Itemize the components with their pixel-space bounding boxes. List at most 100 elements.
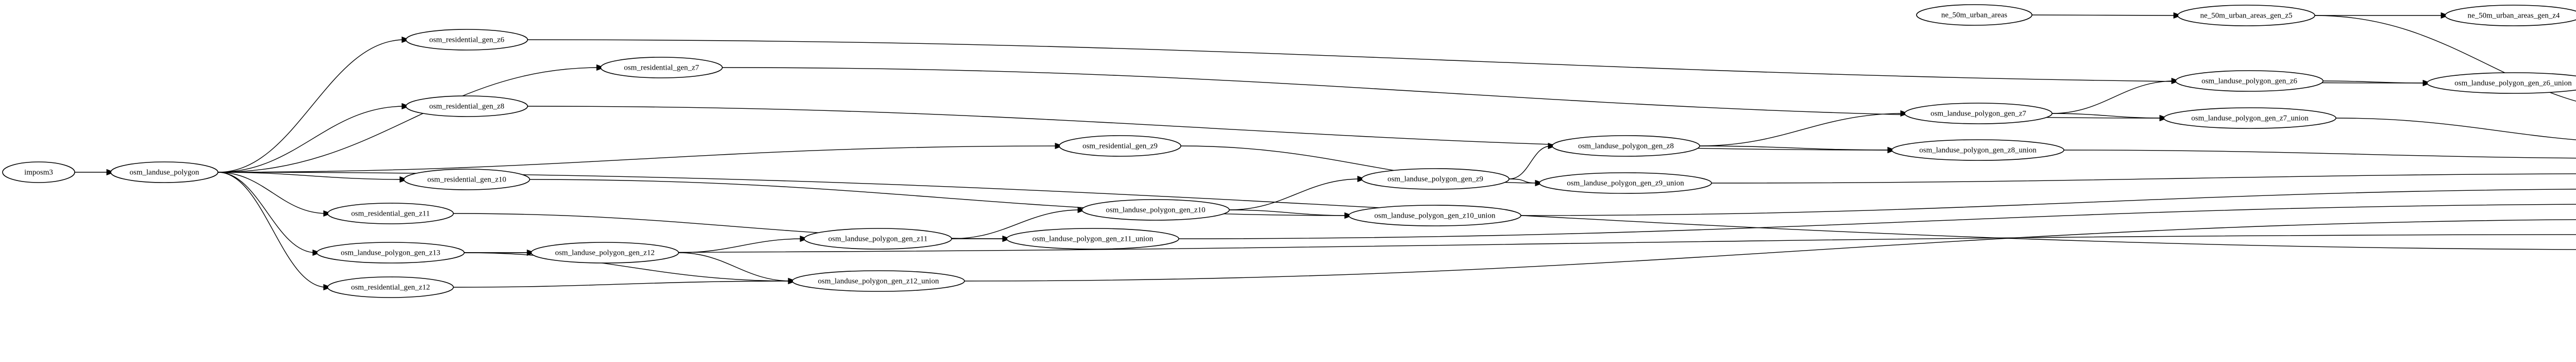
node-shape bbox=[2427, 72, 2576, 94]
node-osm_landuse_polygon_gen_z7_union[interactable]: osm_landuse_polygon_gen_z7_union bbox=[2163, 107, 2336, 129]
nodes-layer: imposm3 osm_landuse_polygon osm_residentia… bbox=[2, 4, 2576, 298]
node-shape bbox=[2163, 107, 2336, 129]
node-label: osm_landuse_polygon_gen_z10_union bbox=[1375, 211, 1496, 220]
node-shape bbox=[2, 161, 75, 183]
node-osm_landuse_polygon_gen_z8[interactable]: osm_landuse_polygon_gen_z8 bbox=[1552, 135, 1700, 157]
edge-osm_landuse_polygon-to-osm_residential_gen_z10 bbox=[217, 172, 403, 180]
node-label: ne_50m_urban_areas_gen_z4 bbox=[2467, 11, 2560, 20]
node-osm_residential_gen_z8[interactable]: osm_residential_gen_z8 bbox=[405, 95, 528, 117]
node-osm_residential_gen_z10[interactable]: osm_residential_gen_z10 bbox=[403, 169, 530, 190]
node-shape bbox=[1361, 168, 1510, 190]
edge-osm_residential_gen_z6-to-osm_landuse_polygon_gen_z6_union bbox=[527, 39, 2427, 84]
node-osm_residential_gen_z12[interactable]: osm_residential_gen_z12 bbox=[327, 276, 454, 298]
node-shape bbox=[2175, 70, 2324, 92]
node-osm_landuse_polygon_gen_z6[interactable]: osm_landuse_polygon_gen_z6 bbox=[2175, 70, 2324, 92]
node-label: osm_residential_gen_z12 bbox=[351, 283, 430, 291]
node-osm_residential_gen_z11[interactable]: osm_residential_gen_z11 bbox=[327, 203, 454, 224]
node-label: ne_50m_urban_areas_gen_z5 bbox=[2200, 11, 2292, 20]
node-shape bbox=[2177, 5, 2315, 26]
node-label: osm_landuse_polygon_gen_z7 bbox=[1930, 109, 2026, 118]
node-label: osm_landuse_polygon_gen_z6_union bbox=[2454, 79, 2572, 87]
node-osm_landuse_polygon_gen_z7[interactable]: osm_landuse_polygon_gen_z7 bbox=[1904, 103, 2053, 124]
node-shape bbox=[110, 161, 218, 183]
node-shape bbox=[1891, 139, 2064, 161]
node-shape bbox=[327, 276, 454, 298]
node-label: osm_landuse_polygon_gen_z8 bbox=[1578, 142, 1674, 150]
node-shape bbox=[327, 203, 454, 224]
node-label: osm_residential_gen_z10 bbox=[427, 175, 506, 184]
node-osm_residential_gen_z9[interactable]: osm_residential_gen_z9 bbox=[1059, 135, 1181, 157]
edge-osm_landuse_polygon-to-osm_residential_gen_z6 bbox=[217, 39, 405, 173]
node-shape bbox=[1081, 199, 1230, 221]
node-osm_residential_gen_z6[interactable]: osm_residential_gen_z6 bbox=[405, 29, 528, 51]
node-label: osm_residential_gen_z6 bbox=[429, 36, 504, 44]
edge-osm_landuse_polygon-to-osm_residential_gen_z12 bbox=[217, 172, 327, 288]
node-osm_landuse_polygon_gen_z10[interactable]: osm_landuse_polygon_gen_z10 bbox=[1081, 199, 1230, 221]
edge-osm_landuse_polygon_gen_z10_union-to-layer_landuse.z10 bbox=[1520, 189, 2576, 216]
node-label: osm_landuse_polygon_gen_z7_union bbox=[2191, 114, 2309, 122]
node-label: osm_landuse_polygon_gen_z6 bbox=[2201, 77, 2297, 85]
edge-osm_landuse_polygon_gen_z12_union-to-layer_landuse.z12 bbox=[964, 219, 2576, 282]
edge-osm_landuse_polygon-to-osm_residential_gen_z11 bbox=[217, 172, 327, 214]
node-ne_50m_urban_areas_gen_z4[interactable]: ne_50m_urban_areas_gen_z4 bbox=[2445, 5, 2576, 26]
node-shape bbox=[1916, 4, 2032, 26]
edge-ne_50m_urban_areas_gen_z5-to-layer_landuse.z5 bbox=[2314, 15, 2576, 102]
edge-osm_landuse_polygon_gen_z11_union-to-layer_landuse.z11 bbox=[1178, 204, 2576, 239]
node-shape bbox=[405, 29, 528, 51]
node-osm_landuse_polygon_gen_z11_union[interactable]: osm_landuse_polygon_gen_z11_union bbox=[1006, 228, 1179, 250]
node-label: osm_residential_gen_z8 bbox=[429, 102, 504, 110]
edge-osm_landuse_polygon_gen_z12-to-osm_landuse_polygon_gen_z12_union bbox=[678, 252, 792, 282]
node-label: osm_landuse_polygon_gen_z11 bbox=[828, 235, 928, 243]
node-shape bbox=[405, 95, 528, 117]
node-osm_landuse_polygon_gen_z9[interactable]: osm_landuse_polygon_gen_z9 bbox=[1361, 168, 1510, 190]
node-label: osm_landuse_polygon_gen_z9_union bbox=[1567, 179, 1684, 187]
node-osm_landuse_polygon_gen_z11[interactable]: osm_landuse_polygon_gen_z11 bbox=[804, 228, 952, 250]
node-label: osm_landuse_polygon_gen_z12_union bbox=[818, 277, 939, 285]
node-shape bbox=[403, 169, 530, 190]
edge-osm_landuse_polygon_gen_z7_union-to-layer_landuse.z7 bbox=[2335, 118, 2576, 140]
edge-osm_landuse_polygon_gen_z10-to-osm_landuse_polygon_gen_z9 bbox=[1229, 178, 1361, 210]
node-shape bbox=[600, 57, 723, 78]
node-ne_50m_urban_areas[interactable]: ne_50m_urban_areas bbox=[1916, 4, 2032, 26]
node-shape bbox=[1348, 205, 1521, 226]
edge-osm_landuse_polygon-to-osm_landuse_polygon_gen_z13 bbox=[217, 172, 316, 253]
edge-osm_landuse_polygon_gen_z8-to-osm_landuse_polygon_gen_z7 bbox=[1699, 113, 1904, 146]
node-osm_landuse_polygon_gen_z6_union[interactable]: osm_landuse_polygon_gen_z6_union bbox=[2427, 72, 2576, 94]
node-label: osm_landuse_polygon_gen_z11_union bbox=[1032, 235, 1154, 243]
edge-osm_landuse_polygon_gen_z11-to-osm_landuse_polygon_gen_z10 bbox=[951, 209, 1081, 239]
node-osm_landuse_polygon_gen_z8_union[interactable]: osm_landuse_polygon_gen_z8_union bbox=[1891, 139, 2064, 161]
edge-osm_landuse_polygon_gen_z9_union-to-layer_landuse.z9 bbox=[1711, 173, 2576, 184]
node-shape bbox=[804, 228, 952, 250]
node-ne_50m_urban_areas_gen_z5[interactable]: ne_50m_urban_areas_gen_z5 bbox=[2177, 5, 2315, 26]
node-label: osm_residential_gen_z11 bbox=[351, 209, 430, 218]
node-label: osm_landuse_polygon_gen_z8_union bbox=[1919, 146, 2037, 154]
node-label: osm_landuse_polygon bbox=[130, 168, 199, 176]
node-osm_landuse_polygon_gen_z12[interactable]: osm_landuse_polygon_gen_z12 bbox=[531, 242, 679, 264]
edge-osm_residential_gen_z12-to-osm_landuse_polygon_gen_z12_union bbox=[453, 281, 792, 288]
node-shape bbox=[1059, 135, 1181, 157]
node-label: ne_50m_urban_areas bbox=[1941, 11, 2007, 19]
edge-osm_landuse_polygon_gen_z13-to-layer_landuse.z13 bbox=[464, 234, 2576, 253]
node-osm_landuse_polygon_gen_z13[interactable]: osm_landuse_polygon_gen_z13 bbox=[316, 242, 465, 264]
node-shape bbox=[316, 242, 465, 264]
node-osm_landuse_polygon_gen_z10_union[interactable]: osm_landuse_polygon_gen_z10_union bbox=[1348, 205, 1521, 226]
node-shape bbox=[1006, 228, 1179, 250]
node-label: osm_residential_gen_z9 bbox=[1082, 142, 1158, 150]
node-label: osm_landuse_polygon_gen_z13 bbox=[341, 249, 440, 257]
edge-osm_landuse_polygon-to-osm_residential_gen_z9 bbox=[217, 145, 1059, 173]
edge-osm_landuse_polygon_gen_z9-to-osm_landuse_polygon_gen_z8 bbox=[1509, 145, 1552, 179]
node-shape bbox=[531, 242, 679, 264]
node-osm_landuse_polygon_gen_z12_union[interactable]: osm_landuse_polygon_gen_z12_union bbox=[792, 270, 965, 292]
node-imposm3[interactable]: imposm3 bbox=[2, 161, 75, 183]
edge-osm_landuse_polygon-to-osm_residential_gen_z8 bbox=[217, 106, 405, 173]
node-osm_landuse_polygon_gen_z9_union[interactable]: osm_landuse_polygon_gen_z9_union bbox=[1539, 172, 1712, 194]
node-osm_landuse_polygon[interactable]: osm_landuse_polygon bbox=[110, 161, 218, 183]
node-label: imposm3 bbox=[24, 168, 53, 176]
node-label: osm_landuse_polygon_gen_z10 bbox=[1106, 206, 1205, 214]
node-shape bbox=[792, 270, 965, 292]
node-shape bbox=[1552, 135, 1700, 157]
node-label: osm_residential_gen_z7 bbox=[624, 63, 699, 72]
node-osm_residential_gen_z7[interactable]: osm_residential_gen_z7 bbox=[600, 57, 723, 78]
